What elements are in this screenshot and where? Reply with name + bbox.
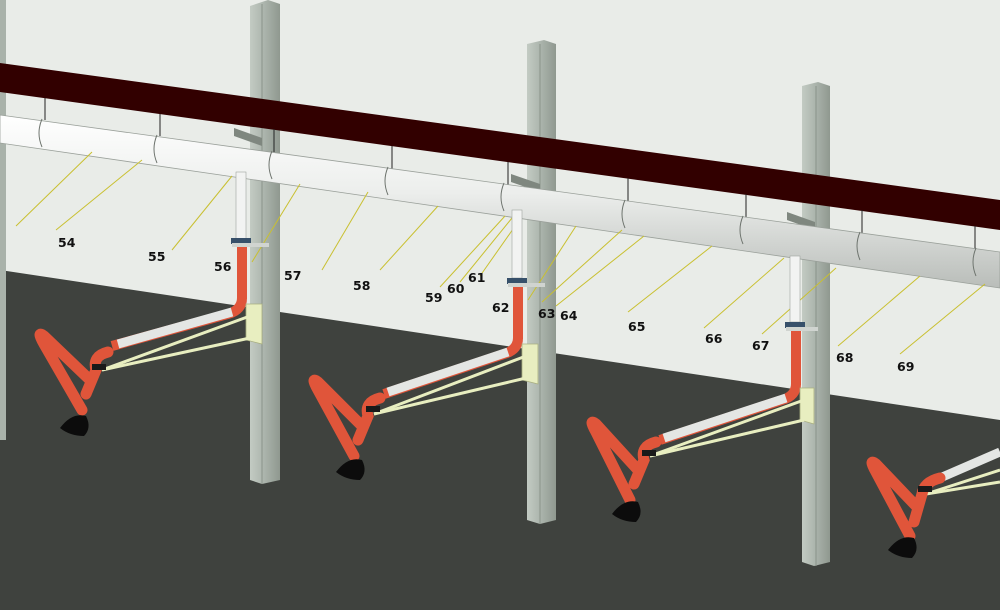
- duct-joints: [38, 118, 977, 277]
- callout-labels: 54 55 56 57 58 59 60 61 62 63 64 65 66 6…: [58, 235, 914, 374]
- callout-62: 62: [492, 300, 509, 315]
- callout-67: 67: [752, 338, 769, 353]
- callout-55: 55: [148, 249, 165, 264]
- callout-65: 65: [628, 319, 645, 334]
- extraction-arm-1: [34, 171, 269, 436]
- callout-69: 69: [897, 359, 914, 374]
- callout-58: 58: [353, 278, 370, 293]
- callout-61: 61: [468, 270, 485, 285]
- callout-54: 54: [58, 235, 76, 250]
- callout-68: 68: [836, 350, 853, 365]
- edge-post: [0, 0, 6, 440]
- extraction-arm-2: [308, 209, 545, 480]
- ceiling-beam: [0, 63, 1000, 230]
- duct-hangers: [44, 98, 976, 250]
- callout-60: 60: [447, 281, 465, 296]
- extraction-arm-4: [866, 447, 1000, 558]
- callout-63: 63: [538, 306, 555, 321]
- callout-56: 56: [214, 259, 232, 274]
- callout-66: 66: [705, 331, 723, 346]
- callout-64: 64: [560, 308, 578, 323]
- extraction-arm-3: [586, 255, 818, 522]
- callout-57: 57: [284, 268, 301, 283]
- callout-59: 59: [425, 290, 442, 305]
- main-duct: [0, 114, 1000, 289]
